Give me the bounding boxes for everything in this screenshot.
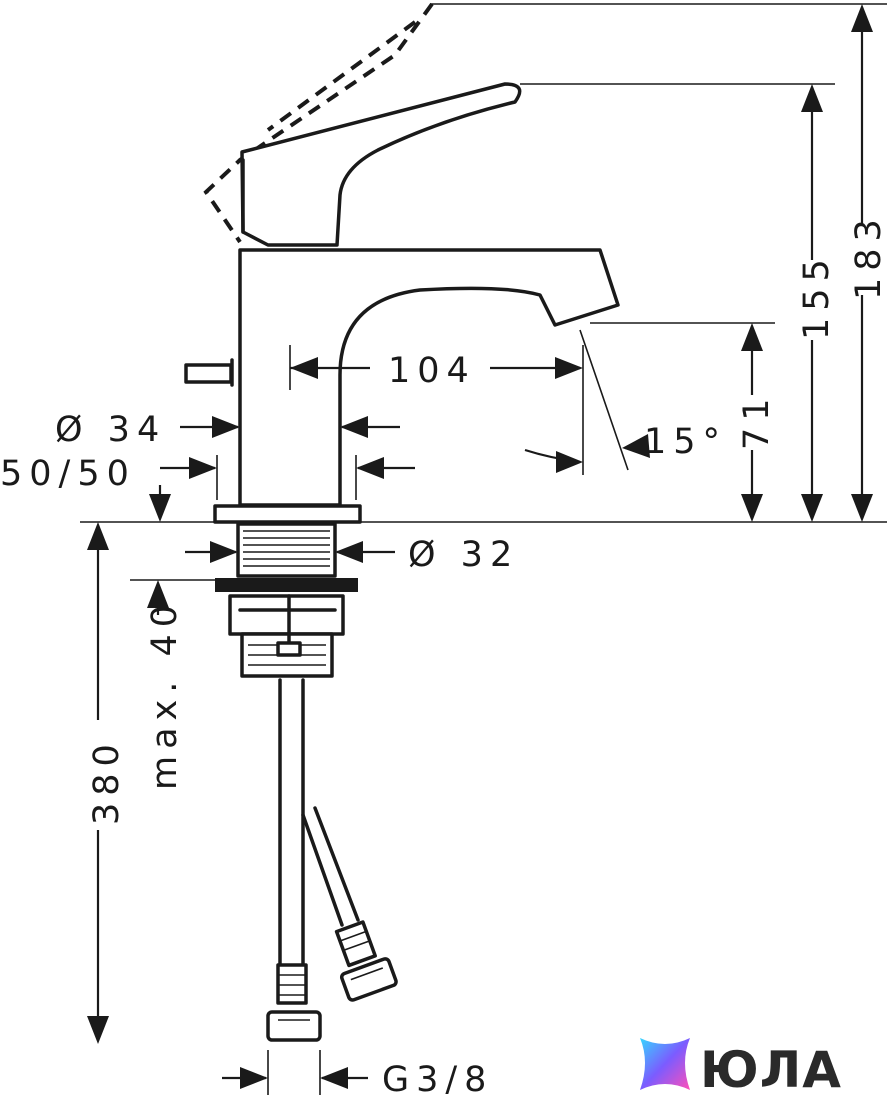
label-max-thickness: max. 40: [145, 598, 185, 790]
mounting-nut: [215, 578, 358, 678]
dim-spout-height: [741, 323, 763, 522]
dim-body-diameter: [180, 416, 400, 438]
sparkle-star-icon: [640, 1038, 690, 1090]
label-hose-length: 380: [87, 737, 127, 825]
dim-spout-reach: [289, 345, 583, 390]
label-connection: G3/8: [382, 1060, 493, 1100]
label-spout-reach: 104: [388, 351, 476, 391]
dim-max-thickness: [147, 580, 169, 615]
dim-total-height: [851, 4, 873, 522]
hose-fitting-angled: [334, 920, 398, 1002]
popup-rod: [184, 358, 234, 387]
brand-name: ЮЛА: [700, 1041, 842, 1099]
label-total-height: 183: [849, 212, 887, 300]
hose-fitting-straight: [266, 963, 322, 1042]
label-spout-angle: 15°: [644, 422, 727, 462]
dim-hose-length: [87, 522, 109, 1044]
dim-spout-angle: [524, 434, 650, 473]
dim-connection: [222, 1067, 368, 1089]
label-ratio: 50/50: [0, 454, 136, 494]
supply-hoses: [278, 678, 360, 967]
dim-lever-height: [801, 84, 823, 522]
label-body-diameter: Ø 34: [55, 410, 166, 450]
lever-open-position: [203, 2, 434, 244]
label-lever-height: 155: [797, 252, 837, 340]
base-flange: [213, 504, 362, 524]
dim-thread-diameter: [185, 541, 395, 563]
dim-ratio: [160, 457, 415, 479]
threaded-shank: [236, 522, 337, 578]
brand-watermark: ЮЛА: [640, 1038, 842, 1099]
label-spout-height: 71: [737, 391, 777, 450]
faucet-body: [238, 248, 620, 507]
faucet-lever: [240, 82, 522, 247]
dim-base-marker: [149, 485, 171, 522]
label-thread-diameter: Ø 32: [408, 535, 519, 575]
